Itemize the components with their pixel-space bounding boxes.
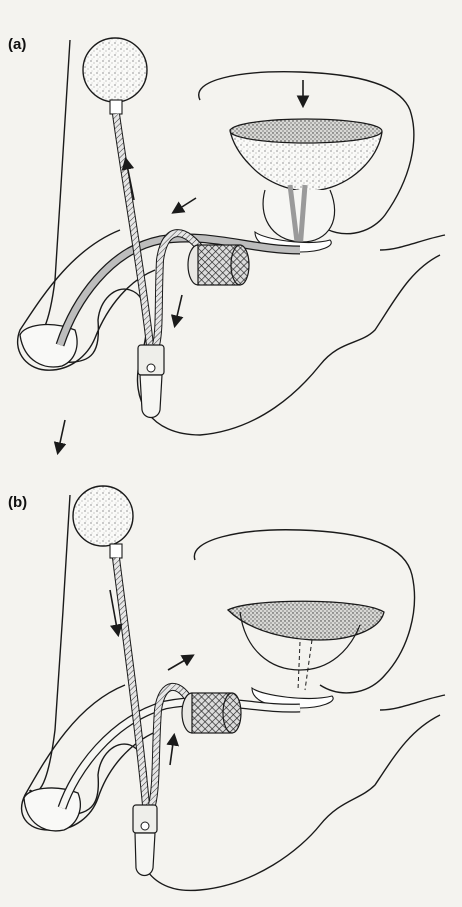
panel-a [18,38,445,452]
flow-arrow-b-to-cuff [168,656,192,670]
pump-b [133,805,157,876]
urethra-dashed-b [298,640,312,690]
flow-arrow-a-down-pump [175,295,182,325]
pump-a [138,345,164,418]
body-outline-a [30,40,445,435]
reservoir-neck-a [110,100,122,114]
reservoir-balloon-a [83,38,147,102]
flow-arrow-a-into-tube [174,198,196,212]
urethra-tube-a [60,238,300,345]
reservoir-balloon-b [73,486,133,546]
bladder-b [228,601,384,640]
reservoir-neck-b [110,544,122,558]
cuff-a [188,245,249,285]
flow-arrow-b-down-reservoir [110,590,118,634]
body-outline-b [30,495,445,890]
bladder-rim-a [230,119,382,143]
panel-b [22,486,445,890]
flow-arrow-a-out [58,420,65,452]
cuff-b [182,693,241,733]
flow-arrow-b-up-pump [170,736,174,765]
